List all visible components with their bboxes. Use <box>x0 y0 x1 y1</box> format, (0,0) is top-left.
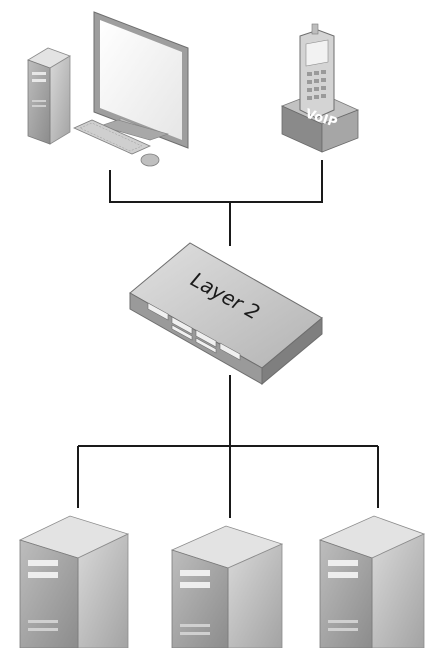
server-middle-icon <box>172 526 282 648</box>
desktop-computer-icon <box>28 12 188 166</box>
server-right-icon <box>320 516 424 648</box>
voip-phone-icon: VoIP <box>282 24 358 152</box>
desktop-tower <box>28 48 70 144</box>
layer2-switch-icon: Layer 2 <box>130 243 322 384</box>
link-phone <box>230 160 322 202</box>
link-desktop <box>110 170 230 202</box>
server-left-icon <box>20 516 128 648</box>
desktop-mouse <box>141 154 159 166</box>
